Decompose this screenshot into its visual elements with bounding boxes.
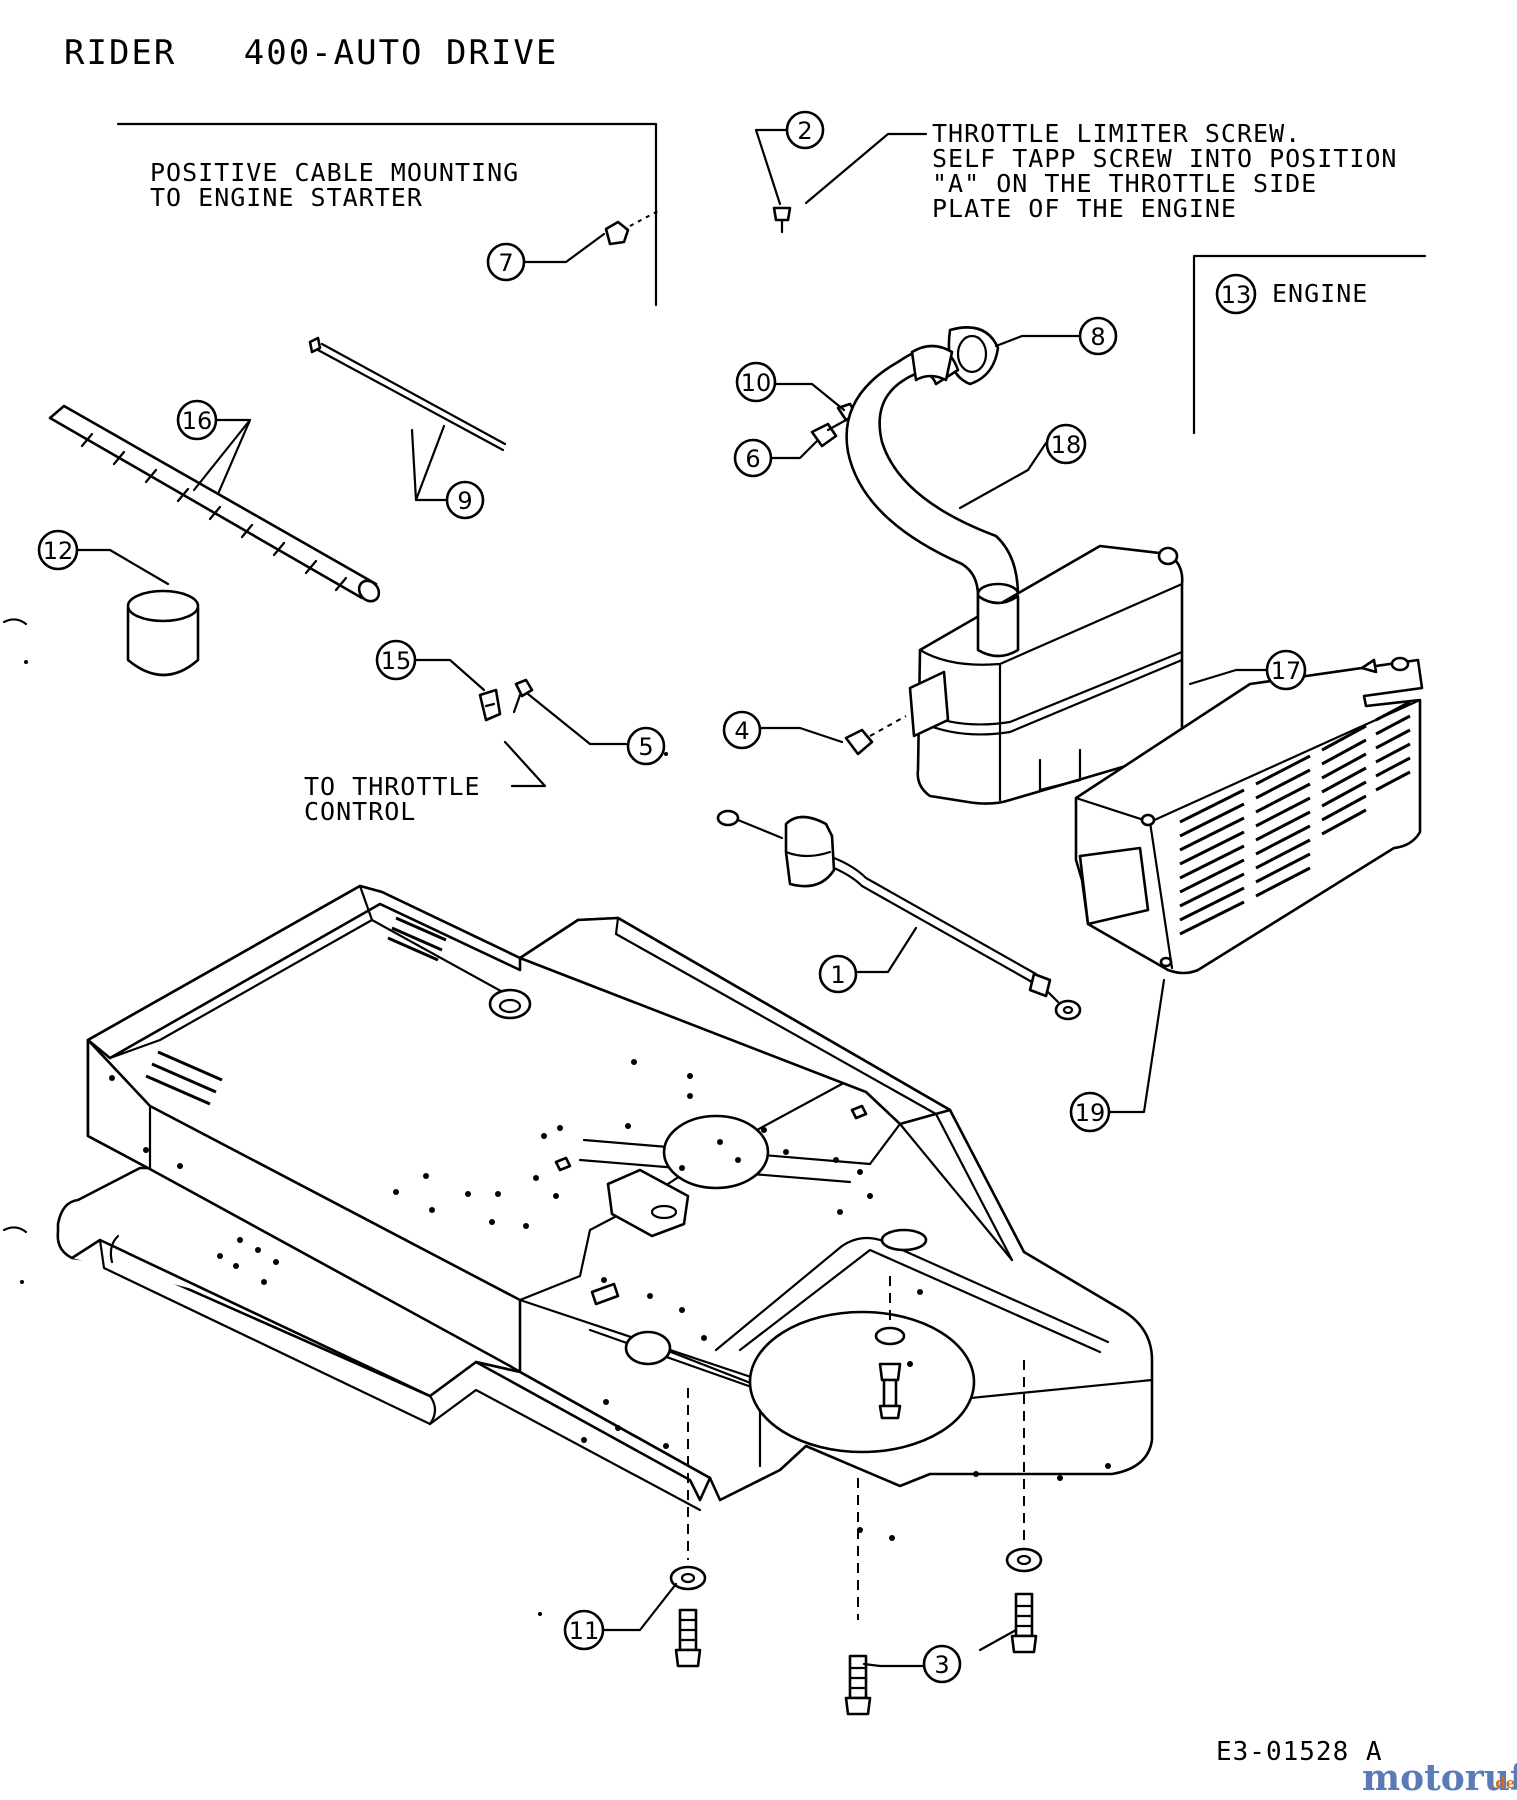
svg-text:18: 18 xyxy=(1051,431,1082,459)
rider-frame xyxy=(56,884,1154,1541)
to-throttle-note: TO THROTTLE CONTROL xyxy=(304,740,547,826)
callout-19: 19 xyxy=(1069,1091,1111,1133)
callout-15: 15 xyxy=(375,639,417,681)
center-mount-bolt xyxy=(874,1276,906,1420)
throttle-limiter-line1: THROTTLE LIMITER SCREW. xyxy=(932,119,1301,148)
exhaust-gasket xyxy=(947,326,1000,386)
split-loom-tubing xyxy=(48,404,381,603)
svg-text:2: 2 xyxy=(797,117,812,145)
svg-text:9: 9 xyxy=(457,487,472,515)
positive-cable-note-line2: TO ENGINE STARTER xyxy=(150,183,423,212)
callout-11: 11 xyxy=(563,1609,605,1651)
cable-tie xyxy=(308,336,507,452)
callout-10: 10 xyxy=(735,361,777,403)
svg-text:4: 4 xyxy=(734,717,749,745)
svg-text:1: 1 xyxy=(830,961,845,989)
muffler-bolt xyxy=(844,715,907,756)
callout-6: 6 xyxy=(733,438,773,478)
positive-cable-note-line1: POSITIVE CABLE MOUNTING xyxy=(150,158,519,187)
callout-1: 1 xyxy=(818,954,858,994)
callout-8: 8 xyxy=(1078,316,1118,356)
clamp-screw xyxy=(810,418,848,448)
svg-text:11: 11 xyxy=(569,1617,600,1645)
throttle-connector xyxy=(478,688,502,722)
callout-18: 18 xyxy=(1045,423,1087,465)
svg-text:12: 12 xyxy=(43,537,74,565)
muffler xyxy=(908,544,1184,805)
svg-text:6: 6 xyxy=(745,445,760,473)
exhaust-pipe xyxy=(845,344,1020,648)
watermark-brand: motoruf xyxy=(1362,1757,1517,1799)
throttle-limiter-note: THROTTLE LIMITER SCREW. SELF TAPP SCREW … xyxy=(804,119,1398,223)
watermark-logo: motoruf .de xyxy=(1362,1757,1517,1799)
callout-12: 12 xyxy=(37,529,79,571)
muffler-guard xyxy=(1074,656,1424,975)
battery-cable xyxy=(716,809,1082,1021)
svg-text:10: 10 xyxy=(741,369,772,397)
to-throttle-line1: TO THROTTLE xyxy=(304,772,481,801)
svg-text:19: 19 xyxy=(1075,1099,1106,1127)
engine-note: ENGINE xyxy=(1192,254,1427,435)
throttle-screw xyxy=(512,678,534,714)
svg-text:16: 16 xyxy=(182,407,213,435)
throttle-limiter-screw xyxy=(772,206,792,234)
guard-louvers xyxy=(1179,700,1411,936)
to-throttle-line2: CONTROL xyxy=(304,797,416,826)
callout-leaders xyxy=(76,128,1268,1668)
drawing-number: E3-01528 A xyxy=(1216,1737,1383,1767)
oil-filter xyxy=(126,589,200,677)
callout-13: 13 xyxy=(1215,273,1257,315)
svg-text:8: 8 xyxy=(1090,323,1105,351)
svg-text:3: 3 xyxy=(934,1651,949,1679)
diagram-title: RIDER 400-AUTO DRIVE xyxy=(64,33,558,73)
svg-text:17: 17 xyxy=(1271,657,1302,685)
margin-marks xyxy=(2,618,668,1616)
positive-cable-note: POSITIVE CABLE MOUNTING TO ENGINE STARTE… xyxy=(116,122,658,307)
mounting-bolts xyxy=(669,1360,1043,1716)
callout-4: 4 xyxy=(722,710,762,750)
watermark-tld: .de xyxy=(1490,1774,1515,1792)
callout-3: 3 xyxy=(922,1644,962,1684)
throttle-limiter-line4: PLATE OF THE ENGINE xyxy=(932,194,1237,223)
callout-16: 16 xyxy=(176,399,218,441)
svg-text:15: 15 xyxy=(381,647,412,675)
callout-17: 17 xyxy=(1265,649,1307,691)
throttle-limiter-line2: SELF TAPP SCREW INTO POSITION xyxy=(932,144,1398,173)
svg-text:7: 7 xyxy=(498,249,513,277)
engine-label: ENGINE xyxy=(1272,279,1368,308)
callout-5: 5 xyxy=(626,726,666,766)
callout-7: 7 xyxy=(486,242,526,282)
throttle-limiter-line3: "A" ON THE THROTTLE SIDE xyxy=(932,169,1317,198)
callout-2: 2 xyxy=(785,110,825,150)
svg-text:13: 13 xyxy=(1221,281,1252,309)
callout-9: 9 xyxy=(445,480,485,520)
starter-nut xyxy=(604,209,661,246)
svg-text:5: 5 xyxy=(638,733,653,761)
